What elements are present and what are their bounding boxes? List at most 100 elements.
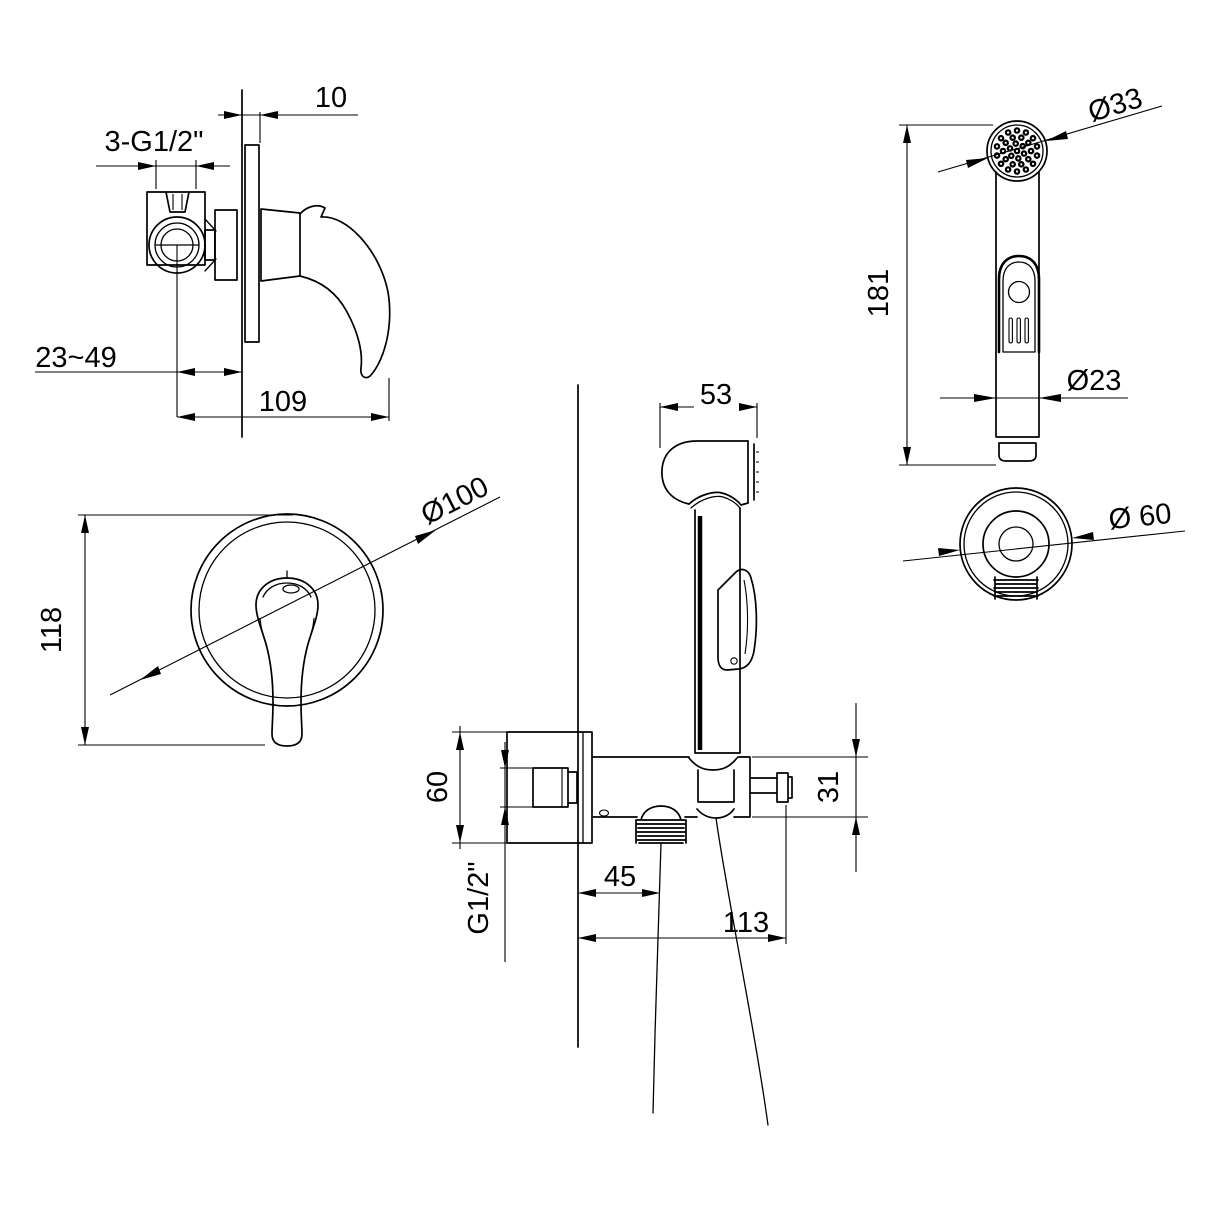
arrow (578, 934, 596, 942)
arrow (501, 750, 509, 768)
valve-top-port (165, 191, 190, 213)
arrow (140, 666, 161, 680)
dim-label-handle-length: 109 (259, 386, 307, 418)
dim-label-plate-diameter: Ø100 (416, 471, 494, 532)
arrow (974, 394, 996, 402)
view-sprayer-front: Ø33 181 Ø23 (863, 82, 1163, 466)
dim-label-plate-offset: 10 (315, 82, 347, 114)
dim-label-ports: 3-G1/2" (105, 126, 204, 158)
escutcheon-outer (190, 513, 384, 707)
valve-body (146, 191, 206, 266)
spray-head-ring (990, 124, 1044, 178)
sprayer-head-face (747, 440, 755, 504)
lever-dome-contour (262, 582, 312, 598)
spray-head-outer (986, 120, 1048, 182)
arrow (852, 817, 860, 835)
arrow (852, 739, 860, 757)
dim-label-body-height: 31 (813, 771, 845, 803)
face-ribs (756, 451, 759, 493)
arrow (224, 111, 242, 119)
diameter-leader (902, 530, 1186, 562)
view-valve-front: Ø100 118 (36, 471, 501, 747)
handle-bottom-cap (998, 442, 1037, 462)
arrow (938, 548, 960, 556)
arrow (177, 413, 195, 421)
spindle-connector (214, 209, 238, 281)
arrow (768, 934, 786, 942)
dim-label-head-diameter: Ø33 (1084, 82, 1146, 129)
lever-cap-detail (282, 584, 300, 594)
in-wall-flange (506, 731, 593, 844)
dimension-lines (899, 105, 1163, 466)
handle-base-side (260, 208, 301, 282)
arrow (260, 111, 278, 119)
bracket-body (591, 756, 751, 818)
arrow (196, 162, 214, 170)
arrow (903, 447, 911, 465)
dim-label-knob-offset: 113 (723, 907, 769, 939)
holder-thread (993, 576, 1039, 600)
outlet-dome (636, 805, 686, 821)
view-assembly-side: 53 60 G1/2" 45 113 31 (422, 379, 868, 1126)
holder-hub (982, 510, 1050, 578)
trigger-pivot (730, 657, 738, 665)
arrow (1046, 131, 1068, 141)
arrow (415, 530, 436, 544)
diameter-leader (109, 496, 501, 696)
holder-cup (688, 757, 738, 819)
sprayer-handle-side (694, 507, 741, 754)
spindle-step (204, 229, 216, 261)
arrow (739, 403, 757, 411)
view-holder-top: Ø 60 (902, 487, 1186, 601)
arrow (177, 368, 195, 376)
mounting-plate-side (244, 144, 260, 343)
set-screw (598, 809, 610, 817)
trigger-contour (743, 579, 749, 655)
head-neck-saddle-inner (690, 495, 741, 509)
arrow (138, 162, 156, 170)
sprayer-button (997, 254, 1041, 354)
arrow (903, 125, 911, 143)
arrow (642, 889, 660, 897)
arrow (578, 889, 596, 897)
arrow (1072, 532, 1094, 540)
arrow (456, 825, 464, 843)
arrow (371, 413, 389, 421)
extension-lines (452, 403, 868, 944)
lever-front (255, 577, 319, 747)
dim-label-depth-range: 23~49 (35, 342, 116, 374)
dim-label-sprayer-length: 181 (863, 269, 895, 317)
arrow (81, 727, 89, 745)
dim-label-holder-diameter: Ø 60 (1107, 498, 1173, 536)
spray-face-dots (993, 127, 1041, 175)
dim-label-handle-diameter: Ø23 (1067, 365, 1122, 397)
dim-label-wall-thread: G1/2" (463, 861, 495, 934)
dimension-lines (35, 114, 389, 418)
view-valve-side: 10 3-G1/2" 23~49 109 (35, 82, 391, 438)
arrow (660, 403, 678, 411)
holder-knob (749, 772, 793, 803)
dim-label-outlet-offset: 45 (604, 861, 636, 893)
hose-curve-right (715, 817, 769, 1126)
arrow (501, 807, 509, 825)
dim-label-head-width: 53 (700, 379, 732, 411)
arrow (224, 368, 242, 376)
arrow (1039, 394, 1061, 402)
dim-label-total-height: 118 (36, 607, 68, 653)
trigger (717, 568, 758, 671)
hose-curve-left (652, 842, 662, 1114)
valve-port-bore (172, 194, 183, 210)
sprayer-head-side (661, 440, 749, 505)
dimension-lines (78, 514, 293, 746)
arrow (966, 158, 988, 168)
head-neck-saddle (688, 491, 749, 506)
holder-outer (959, 487, 1073, 601)
outlet-thread (635, 819, 687, 844)
arrow (81, 515, 89, 533)
arrow (456, 732, 464, 750)
escutcheon-inner (198, 521, 376, 699)
lever-neck-contours (259, 617, 315, 648)
dim-label-bracket-height: 60 (422, 771, 454, 803)
